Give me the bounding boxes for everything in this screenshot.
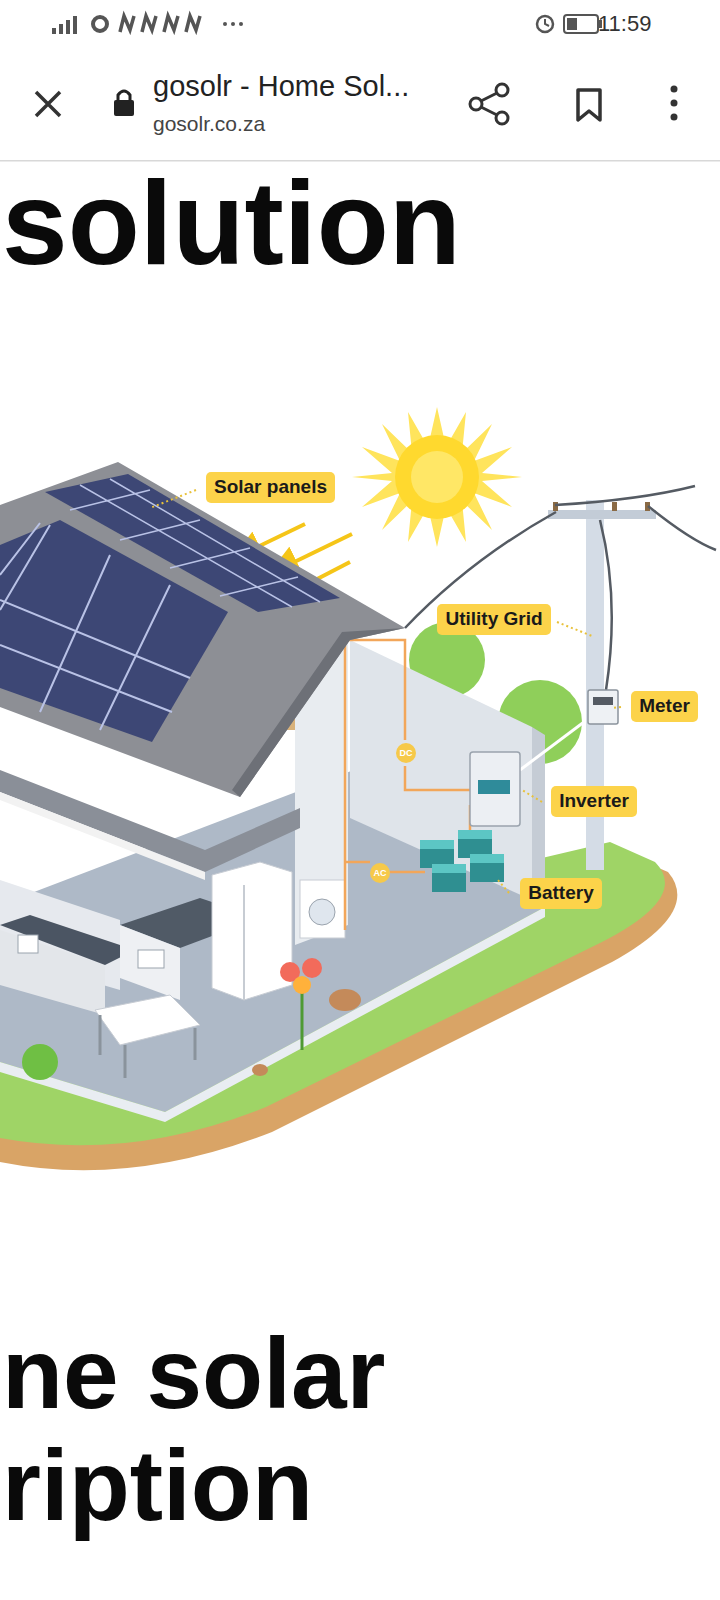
status-time: 11:59 bbox=[598, 11, 651, 37]
pole-crossbar bbox=[548, 510, 656, 519]
rock bbox=[252, 1064, 268, 1076]
sun bbox=[352, 407, 522, 547]
roof bbox=[0, 462, 405, 797]
solar-panel-array bbox=[0, 520, 228, 742]
callout-label: Utility Grid bbox=[437, 604, 551, 635]
washer-door bbox=[309, 899, 335, 925]
page-url: gosolr.co.za bbox=[153, 111, 265, 136]
insulator bbox=[612, 502, 617, 511]
wall bbox=[350, 640, 532, 900]
flower bbox=[293, 976, 311, 994]
oven-door bbox=[138, 950, 164, 968]
label-text: Solar panels bbox=[214, 476, 327, 499]
power-lines bbox=[405, 486, 716, 690]
label-text: Utility Grid bbox=[445, 608, 542, 631]
oven bbox=[120, 925, 180, 1000]
counter-top bbox=[0, 915, 135, 965]
roof-edge bbox=[232, 628, 405, 797]
callout-label: Inverter bbox=[551, 786, 637, 817]
label-text: Meter bbox=[639, 695, 690, 718]
page-title: gosolr - Home Sol... bbox=[153, 69, 409, 104]
heading: ne solar bbox=[2, 1323, 386, 1423]
label-text: Inverter bbox=[559, 790, 629, 813]
callout-label: Battery bbox=[520, 878, 602, 909]
callout-label: Solar panels bbox=[206, 472, 335, 503]
inverter-box bbox=[470, 752, 520, 826]
rock bbox=[329, 989, 361, 1011]
heading: ription bbox=[2, 1435, 313, 1535]
flower bbox=[302, 958, 322, 978]
wiring bbox=[300, 632, 470, 930]
washing-machine bbox=[300, 880, 345, 938]
batteries bbox=[420, 830, 504, 892]
fridge bbox=[212, 862, 292, 1000]
badge-text: DC bbox=[400, 749, 413, 758]
meter-display bbox=[593, 697, 613, 705]
current-type-badge: AC bbox=[370, 863, 390, 883]
microwave bbox=[18, 935, 38, 953]
status-bar bbox=[52, 15, 602, 34]
floor-slab bbox=[0, 792, 205, 880]
callout-label: Meter bbox=[631, 691, 698, 722]
table-legs bbox=[100, 1015, 195, 1078]
insulator bbox=[553, 502, 558, 511]
current-type-badge: DC bbox=[396, 743, 416, 763]
flower-stem bbox=[301, 985, 304, 1050]
leader-lines bbox=[150, 490, 621, 893]
table bbox=[95, 995, 200, 1045]
panel-grid bbox=[0, 523, 190, 730]
inverter-screen bbox=[478, 780, 510, 794]
sun-ray-arrow bbox=[282, 534, 352, 568]
badge-text: AC bbox=[374, 869, 387, 878]
fridge-edge bbox=[243, 885, 245, 1000]
label-text: Battery bbox=[528, 882, 593, 905]
bush bbox=[22, 1044, 58, 1080]
meter-box bbox=[588, 690, 618, 724]
heading: solution bbox=[2, 164, 461, 282]
